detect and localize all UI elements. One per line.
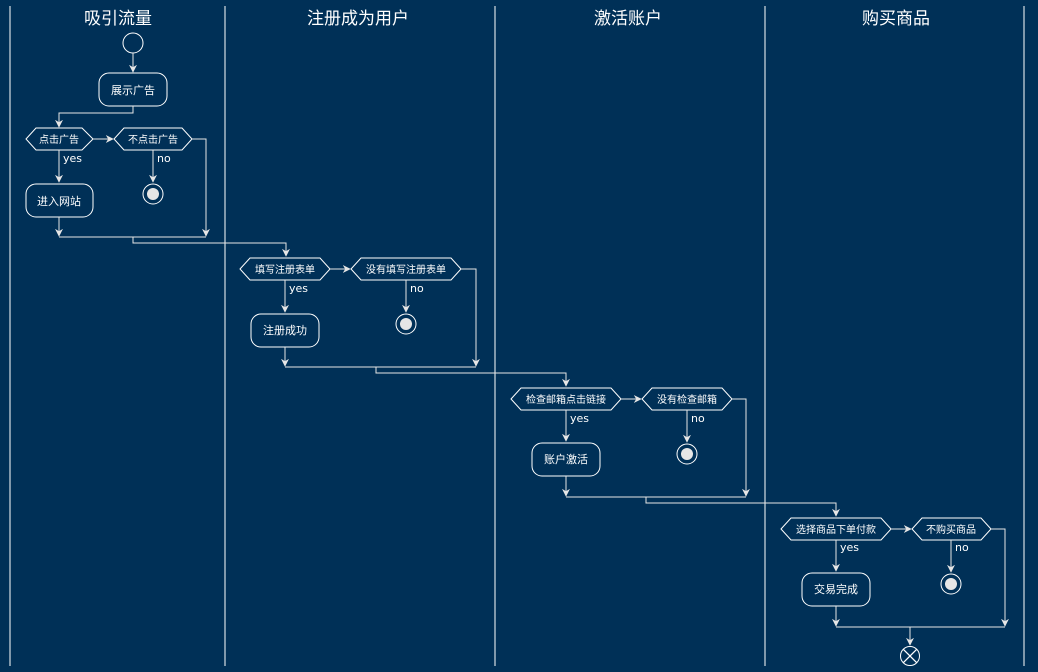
- decision-label: 检查邮箱点击链接: [526, 393, 606, 406]
- lane-title-register: 注册成为用户: [307, 9, 409, 29]
- start-node: [122, 32, 144, 54]
- activity-label: 账户激活: [544, 452, 588, 466]
- guard-no: no: [691, 412, 705, 425]
- flow-arrow: [991, 528, 1009, 627]
- guard-yes: yes: [570, 412, 589, 425]
- guard-no: no: [157, 152, 171, 165]
- decision-label: 没有检查邮箱: [657, 393, 717, 406]
- lane-title-purchase: 购买商品: [862, 9, 930, 29]
- guard-yes: yes: [289, 282, 308, 295]
- lane-title-traffic: 吸引流量: [84, 9, 152, 29]
- decision-label: 不点击广告: [128, 133, 178, 146]
- stop-node-cross: [902, 648, 918, 664]
- decision-label: 选择商品下单付款: [796, 523, 876, 536]
- flow-arrow: [132, 237, 290, 257]
- end-node-dot: [681, 448, 693, 460]
- activity-label: 注册成功: [263, 323, 307, 337]
- flow-arrow: [732, 398, 750, 497]
- guard-no: no: [410, 282, 424, 295]
- decision-label: 没有填写注册表单: [366, 263, 446, 276]
- flow-arrow: [375, 367, 570, 387]
- end-node-dot: [945, 578, 957, 590]
- activity-label: 展示广告: [111, 84, 155, 97]
- decision-label: 填写注册表单: [255, 263, 315, 276]
- end-node-dot: [400, 318, 412, 330]
- flow-arrow: [55, 106, 134, 128]
- end-node-dot: [147, 188, 159, 200]
- activity-label: 交易完成: [814, 582, 858, 596]
- decision-label: 不购买商品: [926, 523, 976, 536]
- decision-label: 点击广告: [39, 133, 79, 146]
- activity-label: 进入网站: [37, 194, 81, 208]
- flow-arrow: [645, 497, 840, 517]
- flow-arrow: [461, 268, 480, 367]
- guard-yes: yes: [63, 152, 82, 165]
- lane-title-activate: 激活账户: [594, 9, 662, 29]
- flow-arrow: [192, 138, 210, 237]
- guard-no: no: [955, 541, 969, 554]
- guard-yes: yes: [840, 541, 859, 554]
